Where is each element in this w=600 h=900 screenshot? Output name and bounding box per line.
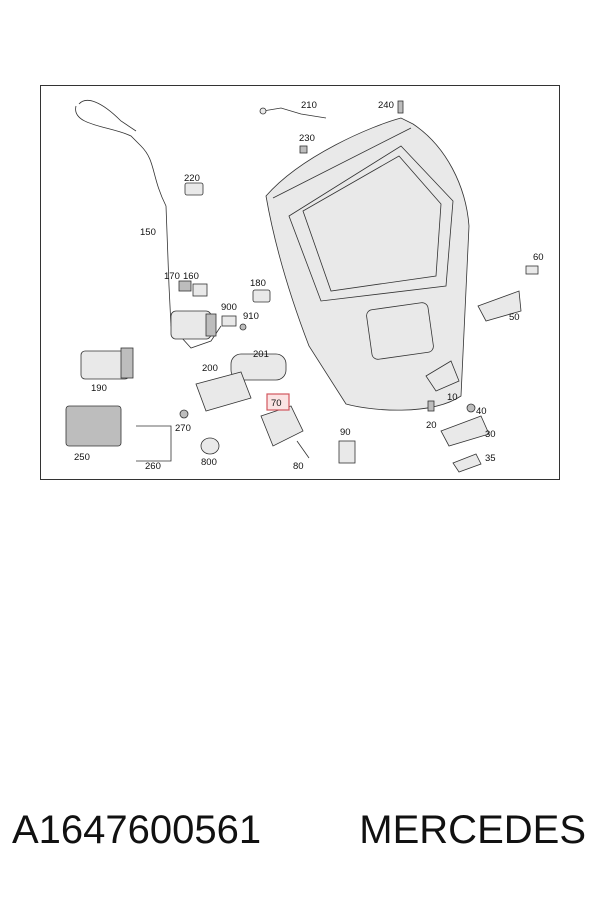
callout-270[interactable]: 270 bbox=[175, 423, 191, 434]
callout-60[interactable]: 60 bbox=[533, 252, 544, 263]
callout-80[interactable]: 80 bbox=[293, 461, 304, 472]
parts-diagram: 210 240 230 220 150 170 160 180 900 910 … bbox=[40, 85, 560, 480]
callout-20[interactable]: 20 bbox=[426, 420, 437, 431]
callout-50[interactable]: 50 bbox=[509, 312, 520, 323]
callout-160[interactable]: 160 bbox=[183, 271, 199, 282]
callout-90[interactable]: 90 bbox=[340, 427, 351, 438]
callout-150[interactable]: 150 bbox=[140, 227, 156, 238]
callout-250[interactable]: 250 bbox=[74, 452, 90, 463]
callout-10[interactable]: 10 bbox=[447, 392, 458, 403]
part-caption: A1647600561 MERCEDES bbox=[0, 800, 600, 860]
callout-190[interactable]: 190 bbox=[91, 383, 107, 394]
callout-170[interactable]: 170 bbox=[164, 271, 180, 282]
callout-910[interactable]: 910 bbox=[243, 311, 259, 322]
callout-240[interactable]: 240 bbox=[378, 100, 394, 111]
callout-200[interactable]: 200 bbox=[202, 363, 218, 374]
callout-210[interactable]: 210 bbox=[301, 100, 317, 111]
callout-800[interactable]: 800 bbox=[201, 457, 217, 468]
callout-35[interactable]: 35 bbox=[485, 453, 496, 464]
callout-230[interactable]: 230 bbox=[299, 133, 315, 144]
callout-220[interactable]: 220 bbox=[184, 173, 200, 184]
callout-201[interactable]: 201 bbox=[253, 349, 269, 360]
cable-drawing bbox=[75, 100, 222, 349]
small-parts bbox=[65, 100, 539, 473]
callout-70[interactable]: 70 bbox=[271, 398, 282, 409]
exploded-view-drawing: 210 240 230 220 150 170 160 180 900 910 … bbox=[65, 100, 544, 473]
callout-180[interactable]: 180 bbox=[250, 278, 266, 289]
callout-900[interactable]: 900 bbox=[221, 302, 237, 313]
brand-name: MERCEDES bbox=[359, 807, 586, 852]
callout-40[interactable]: 40 bbox=[476, 406, 487, 417]
callout-30[interactable]: 30 bbox=[485, 429, 496, 440]
tailgate-drawing bbox=[265, 117, 470, 411]
part-number: A1647600561 bbox=[12, 807, 262, 852]
callout-260[interactable]: 260 bbox=[145, 461, 161, 472]
highlight-box bbox=[266, 393, 290, 411]
